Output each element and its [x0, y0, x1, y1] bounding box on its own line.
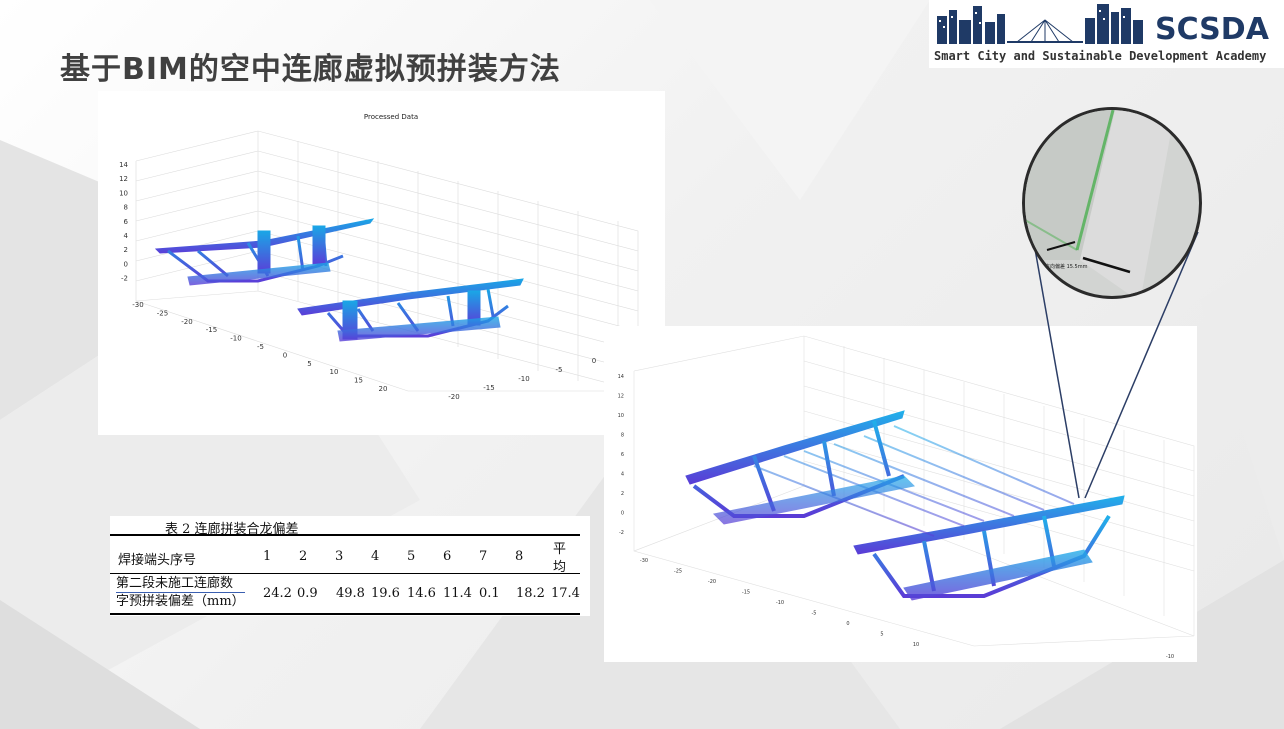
table-column-header: 4	[371, 549, 380, 564]
axis-tick-label: 15	[354, 377, 363, 385]
axis-tick-label: 14	[618, 374, 624, 380]
table-row-label-line1: 第二段未施工连廊数	[116, 575, 245, 593]
axis-tick-label: -2	[121, 275, 128, 283]
table-header-label: 焊接端头序号	[118, 553, 197, 568]
table-column-header: 8	[515, 549, 524, 564]
axis-tick-label: -5	[556, 366, 563, 374]
axis-tick-label: 4	[124, 232, 129, 240]
table-column-header: 3	[335, 549, 344, 564]
deviation-table: 表 2 连廊拼装合龙偏差 焊接端头序号 1 2 3 4 5 6 7 8 平 均 第二段未施工连…	[110, 516, 590, 616]
table-cell-value: 49.8	[336, 586, 365, 601]
plot1-x-axis: -20 -15 -10 -5 0	[448, 357, 596, 401]
table-avg-header-2: 均	[553, 560, 567, 575]
axis-tick-label: -2	[619, 530, 624, 536]
table-cell-value: 14.6	[407, 586, 436, 601]
axis-tick-label: -10	[1166, 654, 1174, 660]
axis-tick-label: -15	[742, 590, 750, 596]
plot2-x-axis: -10	[1166, 654, 1174, 660]
axis-tick-label: -15	[483, 384, 494, 392]
axis-tick-label: 2	[621, 491, 624, 497]
city-skyline-icon	[937, 4, 1143, 44]
table-row-label: 第二段未施工连廊数 字预拼装偏差（mm）	[116, 575, 245, 610]
magnifier-zoom: 方向偏差 15.5mm	[1022, 107, 1202, 299]
plot1-y-axis: -30 -25 -20 -15 -10 -5 0 5 10 15 20	[132, 301, 387, 393]
point-cloud-plot-2: 14 12 10 8 6 4 2 0 -2 -30 -25 -20 -15 -10 -5 0 5 10 -10	[604, 326, 1197, 662]
table-column-header: 5	[407, 549, 416, 564]
table-cell-value: 24.2	[263, 586, 292, 601]
axis-tick-label: -20	[181, 318, 192, 326]
table-caption: 表 2 连廊拼装合龙偏差	[165, 522, 299, 537]
logo-name: SCSDA	[1155, 12, 1269, 47]
table-rule-top	[110, 534, 580, 536]
axis-tick-label: 8	[621, 433, 624, 439]
axis-tick-label: 2	[124, 246, 128, 254]
axis-tick-label: 10	[119, 189, 128, 197]
axis-tick-label: 8	[124, 204, 128, 212]
axis-tick-label: 12	[618, 394, 624, 400]
table-column-header: 1	[263, 549, 272, 564]
table-avg-header-1: 平	[553, 542, 567, 557]
axis-tick-label: 12	[119, 175, 128, 183]
axis-tick-label: 0	[846, 621, 849, 627]
axis-tick-label: 20	[379, 385, 388, 393]
table-cell-value: 0.9	[297, 586, 318, 601]
plot1-title: Processed Data	[364, 113, 418, 121]
table-row-label-line2: 字预拼装偏差（mm）	[116, 594, 245, 609]
axis-tick-label: 0	[592, 357, 596, 365]
axis-tick-label: -5	[812, 611, 817, 617]
axis-tick-label: 0	[283, 351, 287, 359]
table-column-header: 7	[479, 549, 488, 564]
magnifier-detail	[1025, 110, 1175, 296]
logo: SCSDA Smart City and Sustainable Develop…	[929, 0, 1284, 68]
axis-tick-label: 0	[124, 260, 128, 268]
axis-tick-label: 10	[330, 368, 339, 376]
axis-tick-label: 10	[618, 413, 624, 419]
table-cell-value: 18.2	[516, 586, 545, 601]
table-cell-value: 0.1	[479, 586, 500, 601]
plot1-grid	[135, 130, 639, 392]
axis-tick-label: -30	[640, 558, 648, 564]
table-rule-bottom	[110, 613, 580, 615]
table-cell-value: 17.4	[551, 586, 580, 601]
plot2-point-cloud	[685, 410, 1125, 601]
plot2-z-axis: 14 12 10 8 6 4 2 0 -2	[618, 374, 624, 536]
plot2-y-axis: -30 -25 -20 -15 -10 -5 0 5 10	[640, 558, 919, 648]
table-cell-value: 11.4	[443, 586, 472, 601]
axis-tick-label: 5	[307, 360, 311, 368]
table-cell-value: 19.6	[371, 586, 400, 601]
table-column-header: 2	[299, 549, 308, 564]
axis-tick-label: -10	[776, 600, 784, 606]
axis-tick-label: 0	[621, 511, 624, 517]
plot1-z-axis: 14 12 10 8 6 4 2 0 -2	[119, 161, 128, 283]
axis-tick-label: 4	[621, 472, 624, 478]
axis-tick-label: -20	[708, 579, 716, 585]
point-cloud-plot-2-canvas: 14 12 10 8 6 4 2 0 -2 -30 -25 -20 -15 -10 -5 0 5 10 -10	[618, 335, 1195, 660]
axis-tick-label: -5	[257, 343, 264, 351]
logo-subtitle: Smart City and Sustainable Development A…	[934, 49, 1267, 63]
axis-tick-label: 14	[119, 161, 128, 169]
axis-tick-label: -25	[674, 569, 682, 575]
axis-tick-label: 10	[913, 642, 919, 648]
slide-title: 基于BIM的空中连廊虚拟预拼装方法	[60, 52, 561, 87]
plot1-point-cloud-2	[297, 278, 524, 342]
axis-tick-label: -20	[448, 393, 459, 401]
axis-tick-label: -10	[518, 375, 529, 383]
axis-tick-label: -25	[157, 309, 168, 317]
axis-tick-label: 6	[621, 452, 624, 458]
axis-tick-label: -10	[230, 335, 241, 343]
table-column-header: 6	[443, 549, 452, 564]
axis-tick-label: -30	[132, 301, 143, 309]
axis-tick-label: 5	[880, 632, 883, 638]
table-rule-mid	[110, 573, 580, 574]
axis-tick-label: 6	[124, 218, 129, 226]
plot1-point-cloud-1	[154, 218, 375, 286]
axis-tick-label: -15	[206, 326, 217, 334]
magnifier-measure-label: 方向偏差 15.5mm	[1045, 264, 1088, 270]
